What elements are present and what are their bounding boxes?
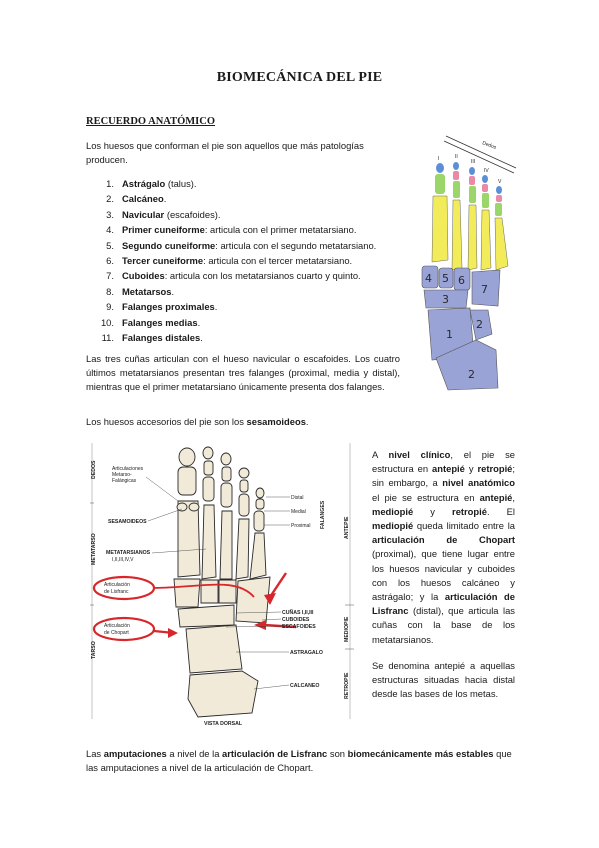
antepie-paragraph: Se denomina antepié a aquellas estructur… [372, 659, 515, 700]
toe-label: IV [484, 168, 489, 174]
list-item: 6.Tercer cuneiforme: articula con el ter… [106, 254, 353, 266]
annotation-label: de Lisfranc [104, 589, 129, 595]
toe-label: I [438, 156, 439, 162]
retropie-region-label: RETROPIE [344, 672, 350, 699]
annotation-label: Falángicas [112, 478, 137, 484]
dedos-label: Dedos [481, 140, 497, 151]
list-item: 11.Falanges distales. [101, 331, 203, 343]
annotation-label: Proximal [291, 523, 310, 529]
annotation-label: CALCANEO [290, 683, 319, 689]
toe-label: II [455, 154, 458, 160]
bone-number: 2 [476, 318, 483, 331]
list-item: 7.Cuboides: articula con los metatarsian… [106, 270, 361, 282]
annotation-label: Articulación [104, 623, 130, 629]
section-heading: RECUERDO ANATÓMICO [86, 116, 216, 127]
dorsal-view-figure: DEDOS METATARSO TARSO FALANGES ANTEPIE M… [86, 437, 358, 727]
list-item: 8.Metatarsos. [106, 285, 175, 297]
cunas-paragraph: Las tres cuñas articulan con el hueso na… [86, 353, 400, 393]
annotation-label: Distal [291, 495, 304, 501]
bone-number: 4 [425, 272, 432, 285]
list-item: 1.Astrágalo (talus). [106, 178, 197, 189]
mediopie-region-label: MEDIOPIE [344, 616, 350, 642]
falanges-region-label: FALANGES [320, 500, 326, 529]
list-item: 9.Falanges proximales. [106, 301, 218, 313]
annotation-label: Metarso- [112, 472, 132, 478]
metatarso-region-label: METATARSO [91, 533, 97, 565]
figure-caption: VISTA DORSAL [204, 721, 243, 727]
annotation-label: Medial [291, 509, 306, 515]
conclusion-paragraph: Las amputaciones a nivel de la articulac… [86, 748, 512, 774]
tarso-region-label: TARSO [91, 641, 97, 659]
foot-bones-figure: Dedos I II III IV V 4 5 6 3 7 1 2 2 [418, 128, 518, 400]
bone-number: 1 [446, 328, 453, 341]
bone-number: 3 [442, 293, 449, 306]
annotation-label: Articulaciones [112, 466, 144, 472]
intro-paragraph: Los huesos que conforman el pie son aque… [86, 140, 364, 166]
toe-label: V [498, 179, 502, 185]
bone-number: 6 [458, 274, 465, 287]
bone-number: 5 [442, 272, 449, 285]
toe-label: III [471, 159, 475, 165]
list-item: 4.Primer cuneiforme: articula con el pri… [106, 224, 357, 236]
annotation-label: CUÑAS I,II,III [282, 609, 314, 616]
page-title: BIOMECÁNICA DEL PIE [216, 70, 383, 85]
annotation-label: METATARSIANOS [106, 550, 151, 556]
dedos-region-label: DEDOS [91, 460, 97, 479]
antepie-region-label: ANTEPIE [344, 516, 350, 539]
annotation-label: SESAMOIDEOS [108, 519, 147, 525]
annotation-label: I,II,III,IV,V [112, 557, 134, 563]
list-item: 10.Falanges medias. [100, 316, 201, 328]
annotation-label: ESCAFOIDES [282, 624, 316, 630]
clinical-text: A nivel clínico, el pie se estructura en… [372, 448, 515, 713]
list-item: 5.Segundo cuneiforme: articula con el se… [106, 239, 377, 251]
bones-list: 1.Astrágalo (talus). 2.Calcáneo. 3.Navic… [86, 176, 376, 345]
bone-number: 7 [481, 283, 488, 296]
annotation-label: Articulación [104, 582, 130, 588]
annotation-label: CUBOIDES [282, 617, 310, 623]
accessory-paragraph: Los huesos accesorios del pie son los se… [86, 416, 309, 427]
list-item: 3.Navicular (escafoides). [106, 208, 221, 220]
clinical-paragraph: A nivel clínico, el pie se estructura en… [372, 449, 515, 645]
annotation-label: ASTRAGALO [290, 650, 323, 656]
bone-number: 2 [468, 368, 475, 381]
annotation-label: de Chopart [104, 630, 129, 636]
list-item: 2.Calcáneo. [106, 193, 167, 205]
